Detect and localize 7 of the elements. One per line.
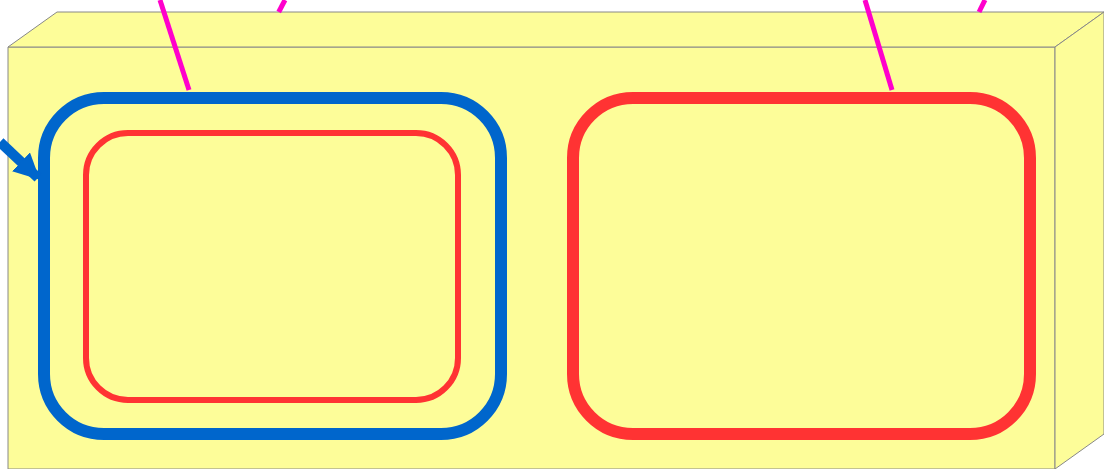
connector-line <box>976 0 988 14</box>
connector-line <box>862 0 895 91</box>
rounded-frame <box>83 130 461 403</box>
connector-line <box>276 0 288 14</box>
rounded-frame <box>567 92 1036 440</box>
rounded-frame <box>38 92 507 440</box>
connector-line <box>157 0 192 91</box>
